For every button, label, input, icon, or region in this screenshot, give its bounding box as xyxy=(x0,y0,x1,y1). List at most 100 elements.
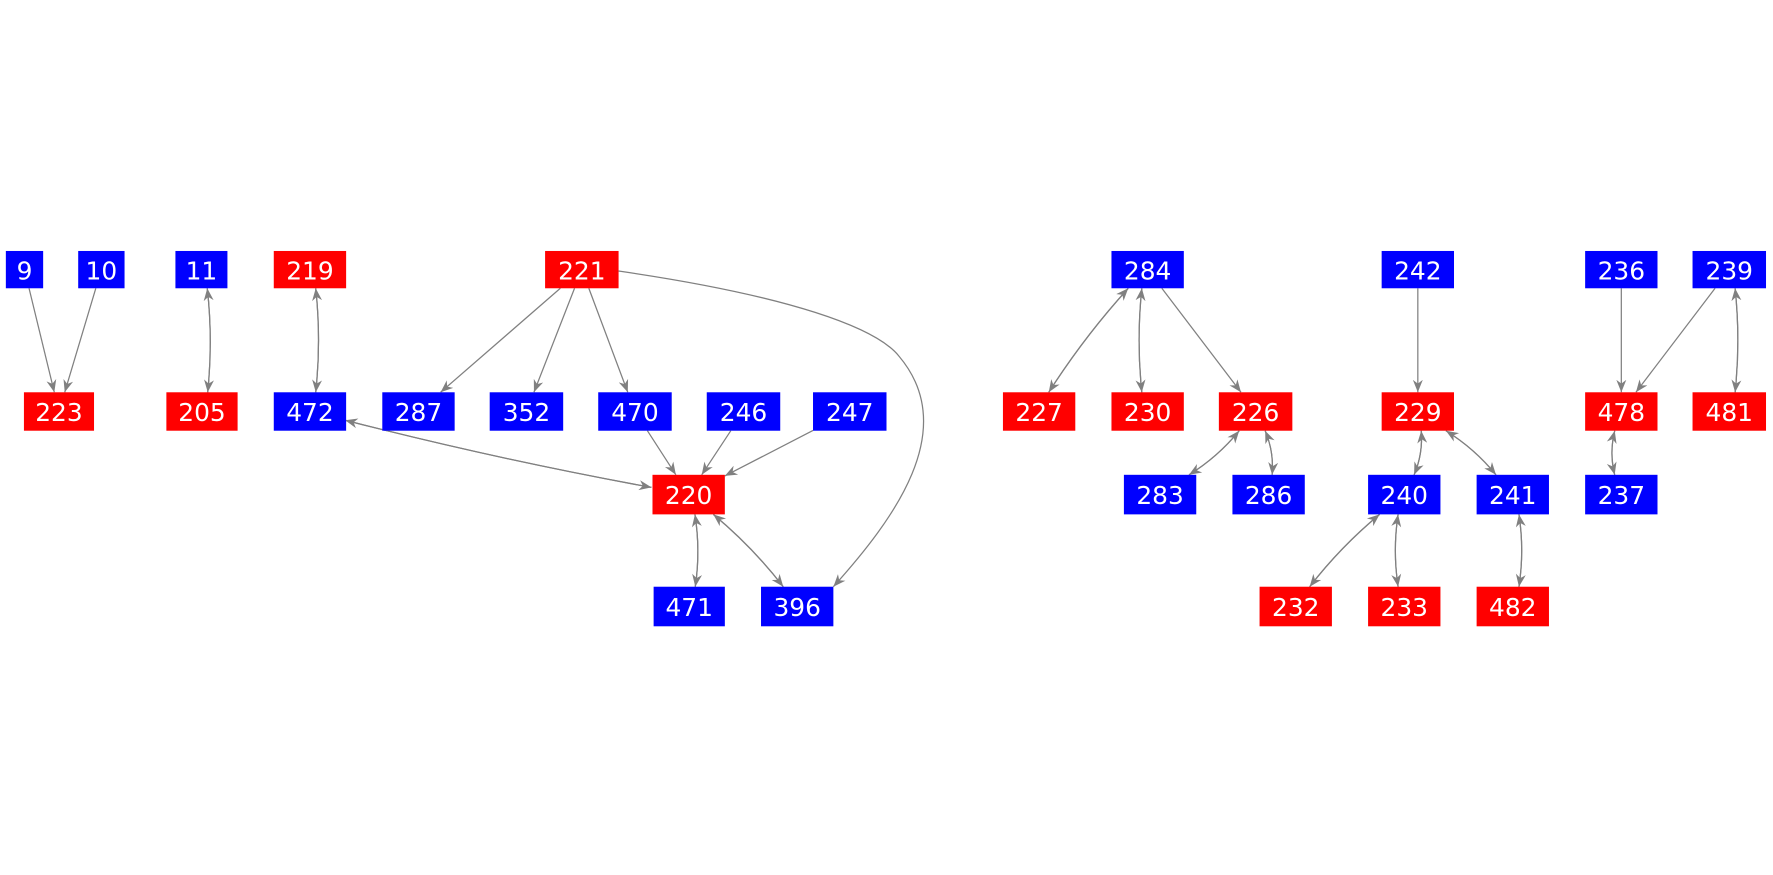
node-229[interactable]: 229 xyxy=(1381,392,1455,431)
node-471[interactable]: 471 xyxy=(653,586,725,627)
node-label: 226 xyxy=(1232,398,1279,427)
node-481[interactable]: 481 xyxy=(1692,392,1767,431)
node-237[interactable]: 237 xyxy=(1585,474,1658,515)
node-box xyxy=(545,250,619,289)
node-239[interactable]: 239 xyxy=(1692,250,1767,289)
node-box xyxy=(1218,392,1293,431)
edge-205-to-11 xyxy=(203,288,214,393)
node-box xyxy=(78,250,125,289)
edge-470-to-220 xyxy=(646,430,677,476)
node-242[interactable]: 242 xyxy=(1381,250,1455,289)
edge-233-to-240 xyxy=(1391,514,1402,587)
node-box xyxy=(1111,250,1184,289)
node-label: 396 xyxy=(773,593,820,622)
node-226[interactable]: 226 xyxy=(1218,392,1293,431)
node-box xyxy=(1368,586,1441,627)
edge-481-to-239 xyxy=(1731,288,1742,393)
node-label: 10 xyxy=(86,256,118,285)
node-283[interactable]: 283 xyxy=(1123,474,1197,515)
edge-396-to-220 xyxy=(712,513,784,588)
node-label: 287 xyxy=(395,398,442,427)
node-236[interactable]: 236 xyxy=(1585,250,1658,289)
node-287[interactable]: 287 xyxy=(382,392,455,431)
edge-246-to-220 xyxy=(701,430,732,476)
node-label: 472 xyxy=(286,398,333,427)
node-10[interactable]: 10 xyxy=(78,250,125,289)
edge-10-to-223 xyxy=(63,288,97,393)
edge-9-to-223 xyxy=(28,288,57,393)
node-label: 221 xyxy=(558,256,605,285)
node-240[interactable]: 240 xyxy=(1368,474,1441,515)
edge-482-to-241 xyxy=(1515,514,1526,587)
edge-284-to-227 xyxy=(1048,287,1129,393)
node-label: 286 xyxy=(1245,481,1292,510)
edge-227-to-284 xyxy=(1048,287,1129,393)
node-label: 247 xyxy=(826,398,873,427)
node-284[interactable]: 284 xyxy=(1111,250,1184,289)
node-box xyxy=(166,392,238,431)
node-241[interactable]: 241 xyxy=(1476,474,1549,515)
node-label: 241 xyxy=(1489,481,1536,510)
node-352[interactable]: 352 xyxy=(489,392,564,431)
node-470[interactable]: 470 xyxy=(598,392,672,431)
node-label: 284 xyxy=(1124,256,1171,285)
node-label: 471 xyxy=(666,593,713,622)
node-label: 236 xyxy=(1598,256,1645,285)
edge-237-to-478 xyxy=(1606,430,1617,475)
node-221[interactable]: 221 xyxy=(545,250,619,289)
node-227[interactable]: 227 xyxy=(1002,392,1076,431)
edge-220-to-396 xyxy=(712,513,784,588)
node-box xyxy=(175,250,228,289)
node-box xyxy=(489,392,564,431)
edge-229-to-241 xyxy=(1445,430,1497,476)
node-box xyxy=(1232,474,1305,515)
node-label: 220 xyxy=(665,481,712,510)
node-box xyxy=(382,392,455,431)
node-box xyxy=(5,250,44,289)
node-label: 246 xyxy=(720,398,767,427)
node-box xyxy=(652,474,725,515)
node-box xyxy=(1476,474,1549,515)
edge-221-to-287 xyxy=(440,287,561,393)
node-label: 223 xyxy=(35,398,82,427)
node-label: 240 xyxy=(1381,481,1428,510)
node-label: 283 xyxy=(1136,481,1183,510)
node-246[interactable]: 246 xyxy=(706,392,781,431)
edge-284-to-226 xyxy=(1161,287,1242,393)
node-11[interactable]: 11 xyxy=(175,250,228,289)
node-box xyxy=(1692,392,1767,431)
node-286[interactable]: 286 xyxy=(1232,474,1305,515)
node-box xyxy=(1111,392,1184,431)
node-219[interactable]: 219 xyxy=(273,250,347,289)
node-box xyxy=(1368,474,1441,515)
node-232[interactable]: 232 xyxy=(1259,586,1332,627)
node-223[interactable]: 223 xyxy=(23,392,95,431)
node-472[interactable]: 472 xyxy=(273,392,347,431)
node-box xyxy=(1476,586,1549,627)
edge-283-to-226 xyxy=(1188,430,1240,476)
edge-230-to-284 xyxy=(1135,288,1146,393)
edge-221-to-352 xyxy=(533,288,576,393)
node-233[interactable]: 233 xyxy=(1368,586,1441,627)
node-label: 482 xyxy=(1489,593,1536,622)
node-box xyxy=(1585,474,1658,515)
node-482[interactable]: 482 xyxy=(1476,586,1549,627)
edge-221-to-396 xyxy=(618,270,925,588)
node-label: 9 xyxy=(17,256,33,285)
node-396[interactable]: 396 xyxy=(761,586,834,627)
node-220[interactable]: 220 xyxy=(652,474,725,515)
node-box xyxy=(23,392,95,431)
node-box xyxy=(813,392,887,431)
node-230[interactable]: 230 xyxy=(1111,392,1184,431)
node-9[interactable]: 9 xyxy=(5,250,44,289)
node-label: 481 xyxy=(1706,398,1753,427)
node-478[interactable]: 478 xyxy=(1585,392,1658,431)
node-label: 219 xyxy=(286,256,333,285)
node-247[interactable]: 247 xyxy=(813,392,887,431)
node-label: 478 xyxy=(1598,398,1645,427)
node-label: 233 xyxy=(1381,593,1428,622)
node-205[interactable]: 205 xyxy=(166,392,238,431)
node-box xyxy=(1585,250,1658,289)
edge-232-to-240 xyxy=(1309,513,1381,588)
edge-221-to-470 xyxy=(588,288,629,393)
